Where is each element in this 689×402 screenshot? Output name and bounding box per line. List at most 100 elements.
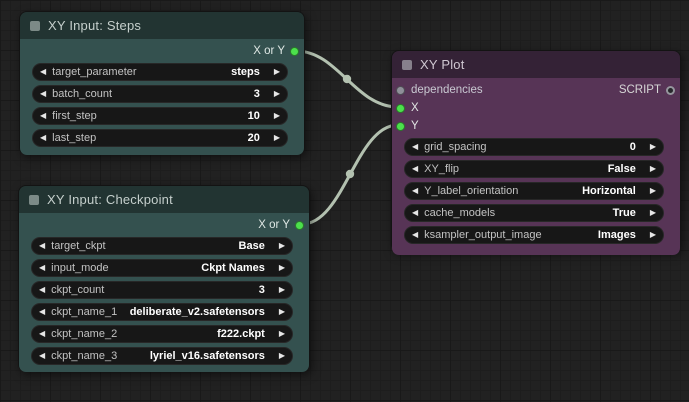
increment-arrow-icon[interactable]: ▶ bbox=[278, 351, 285, 360]
input-slot-dependencies[interactable]: dependencies SCRIPT bbox=[392, 81, 680, 99]
increment-arrow-icon[interactable]: ▶ bbox=[649, 164, 656, 173]
widget-value: True bbox=[612, 207, 636, 219]
widget-value: Ckpt Names bbox=[201, 262, 265, 274]
widget-ckpt-name-3[interactable]: ◀ ckpt_name_3 lyriel_v16.safetensors ▶ bbox=[31, 347, 293, 365]
output-dot-icon[interactable] bbox=[290, 46, 299, 56]
widget-value: lyriel_v16.safetensors bbox=[149, 350, 265, 362]
node-titlebar[interactable]: XY Input: Steps bbox=[20, 12, 304, 39]
increment-arrow-icon[interactable]: ▶ bbox=[278, 263, 285, 272]
decrement-arrow-icon[interactable]: ◀ bbox=[39, 241, 46, 250]
increment-arrow-icon[interactable]: ▶ bbox=[649, 142, 656, 151]
link-midpoint-dot[interactable] bbox=[345, 169, 355, 179]
widget-value: False bbox=[607, 163, 636, 175]
node-body: X or Y ◀ target_parameter steps ▶ ◀ batc… bbox=[20, 39, 304, 155]
output-slot-x-or-y[interactable]: X or Y bbox=[20, 39, 304, 63]
input-slot-label: Y bbox=[411, 120, 419, 132]
widget-ckpt-count[interactable]: ◀ ckpt_count 3 ▶ bbox=[31, 281, 293, 299]
decrement-arrow-icon[interactable]: ◀ bbox=[39, 329, 46, 338]
decrement-arrow-icon[interactable]: ◀ bbox=[412, 208, 419, 217]
output-slot-label: SCRIPT bbox=[618, 84, 661, 96]
decrement-arrow-icon[interactable]: ◀ bbox=[412, 230, 419, 239]
input-slot-x[interactable]: X bbox=[392, 99, 680, 117]
node-title: XY Input: Steps bbox=[48, 18, 142, 33]
link-checkpoint-to-y[interactable] bbox=[301, 123, 399, 226]
widget-label: input_mode bbox=[51, 262, 109, 274]
increment-arrow-icon[interactable]: ▶ bbox=[273, 67, 280, 76]
widget-cache-models[interactable]: ◀ cache_models True ▶ bbox=[404, 204, 664, 222]
widget-xy-flip[interactable]: ◀ XY_flip False ▶ bbox=[404, 160, 664, 178]
widget-grid-spacing[interactable]: ◀ grid_spacing 0 ▶ bbox=[404, 138, 664, 156]
collapse-box-icon[interactable] bbox=[29, 194, 39, 205]
widget-label: XY_flip bbox=[424, 163, 460, 175]
increment-arrow-icon[interactable]: ▶ bbox=[273, 89, 280, 98]
increment-arrow-icon[interactable]: ▶ bbox=[273, 111, 280, 120]
widget-target-parameter[interactable]: ◀ target_parameter steps ▶ bbox=[32, 63, 288, 81]
input-dot-icon[interactable] bbox=[396, 103, 405, 113]
widget-value: Images bbox=[597, 229, 636, 241]
widget-label: target_ckpt bbox=[51, 240, 106, 252]
decrement-arrow-icon[interactable]: ◀ bbox=[412, 186, 419, 195]
output-dot-icon[interactable] bbox=[666, 85, 675, 95]
widget-value: 3 bbox=[253, 88, 260, 100]
decrement-arrow-icon[interactable]: ◀ bbox=[39, 351, 46, 360]
decrement-arrow-icon[interactable]: ◀ bbox=[40, 133, 47, 142]
widget-label: target_parameter bbox=[52, 66, 137, 78]
decrement-arrow-icon[interactable]: ◀ bbox=[40, 67, 47, 76]
increment-arrow-icon[interactable]: ▶ bbox=[649, 186, 656, 195]
input-slot-label: dependencies bbox=[411, 84, 483, 96]
increment-arrow-icon[interactable]: ▶ bbox=[278, 285, 285, 294]
increment-arrow-icon[interactable]: ▶ bbox=[278, 241, 285, 250]
decrement-arrow-icon[interactable]: ◀ bbox=[412, 164, 419, 173]
widget-label: last_step bbox=[52, 132, 97, 144]
decrement-arrow-icon[interactable]: ◀ bbox=[39, 307, 46, 316]
widget-value: steps bbox=[231, 66, 260, 78]
increment-arrow-icon[interactable]: ▶ bbox=[278, 307, 285, 316]
widget-first-step[interactable]: ◀ first_step 10 ▶ bbox=[32, 107, 288, 125]
widget-label: cache_models bbox=[424, 207, 496, 219]
widget-batch-count[interactable]: ◀ batch_count 3 ▶ bbox=[32, 85, 288, 103]
output-slot-script[interactable]: SCRIPT bbox=[619, 84, 675, 96]
node-xy-input-steps[interactable]: XY Input: Steps X or Y ◀ target_paramete… bbox=[19, 11, 305, 155]
decrement-arrow-icon[interactable]: ◀ bbox=[39, 263, 46, 272]
node-titlebar[interactable]: XY Input: Checkpoint bbox=[19, 186, 309, 213]
widget-ckpt-name-2[interactable]: ◀ ckpt_name_2 f222.ckpt ▶ bbox=[31, 325, 293, 343]
node-title: XY Plot bbox=[420, 57, 465, 72]
widget-label: ckpt_name_3 bbox=[51, 350, 118, 362]
decrement-arrow-icon[interactable]: ◀ bbox=[40, 89, 47, 98]
decrement-arrow-icon[interactable]: ◀ bbox=[412, 142, 419, 151]
widget-label: ksampler_output_image bbox=[424, 229, 542, 241]
node-title: XY Input: Checkpoint bbox=[47, 192, 173, 207]
decrement-arrow-icon[interactable]: ◀ bbox=[40, 111, 47, 120]
widget-ksampler-output-image[interactable]: ◀ ksampler_output_image Images ▶ bbox=[404, 226, 664, 244]
node-titlebar[interactable]: XY Plot bbox=[392, 51, 680, 78]
input-dot-icon[interactable] bbox=[396, 121, 405, 131]
widget-value: deliberate_v2.safetensors bbox=[129, 306, 265, 318]
input-slot-y[interactable]: Y bbox=[392, 117, 680, 135]
collapse-box-icon[interactable] bbox=[30, 20, 40, 31]
increment-arrow-icon[interactable]: ▶ bbox=[278, 329, 285, 338]
increment-arrow-icon[interactable]: ▶ bbox=[649, 230, 656, 239]
widget-label: ckpt_name_2 bbox=[51, 328, 118, 340]
increment-arrow-icon[interactable]: ▶ bbox=[273, 133, 280, 142]
widget-input-mode[interactable]: ◀ input_mode Ckpt Names ▶ bbox=[31, 259, 293, 277]
widget-label: first_step bbox=[52, 110, 97, 122]
widget-value: 10 bbox=[247, 110, 260, 122]
output-dot-icon[interactable] bbox=[295, 220, 304, 230]
output-slot-x-or-y[interactable]: X or Y bbox=[19, 213, 309, 237]
increment-arrow-icon[interactable]: ▶ bbox=[649, 208, 656, 217]
node-xy-plot[interactable]: XY Plot dependencies SCRIPT X Y ◀ grid_s… bbox=[391, 50, 681, 255]
widget-label: grid_spacing bbox=[424, 141, 487, 153]
collapse-box-icon[interactable] bbox=[402, 59, 412, 70]
widget-target-ckpt[interactable]: ◀ target_ckpt Base ▶ bbox=[31, 237, 293, 255]
widget-ckpt-name-1[interactable]: ◀ ckpt_name_1 deliberate_v2.safetensors … bbox=[31, 303, 293, 321]
output-slot-label: X or Y bbox=[258, 219, 290, 231]
link-steps-to-x[interactable] bbox=[295, 49, 399, 109]
widget-last-step[interactable]: ◀ last_step 20 ▶ bbox=[32, 129, 288, 147]
decrement-arrow-icon[interactable]: ◀ bbox=[39, 285, 46, 294]
widget-y-label-orientation[interactable]: ◀ Y_label_orientation Horizontal ▶ bbox=[404, 182, 664, 200]
input-dot-icon[interactable] bbox=[396, 85, 405, 95]
link-midpoint-dot[interactable] bbox=[342, 74, 352, 84]
node-xy-input-checkpoint[interactable]: XY Input: Checkpoint X or Y ◀ target_ckp… bbox=[18, 185, 310, 372]
